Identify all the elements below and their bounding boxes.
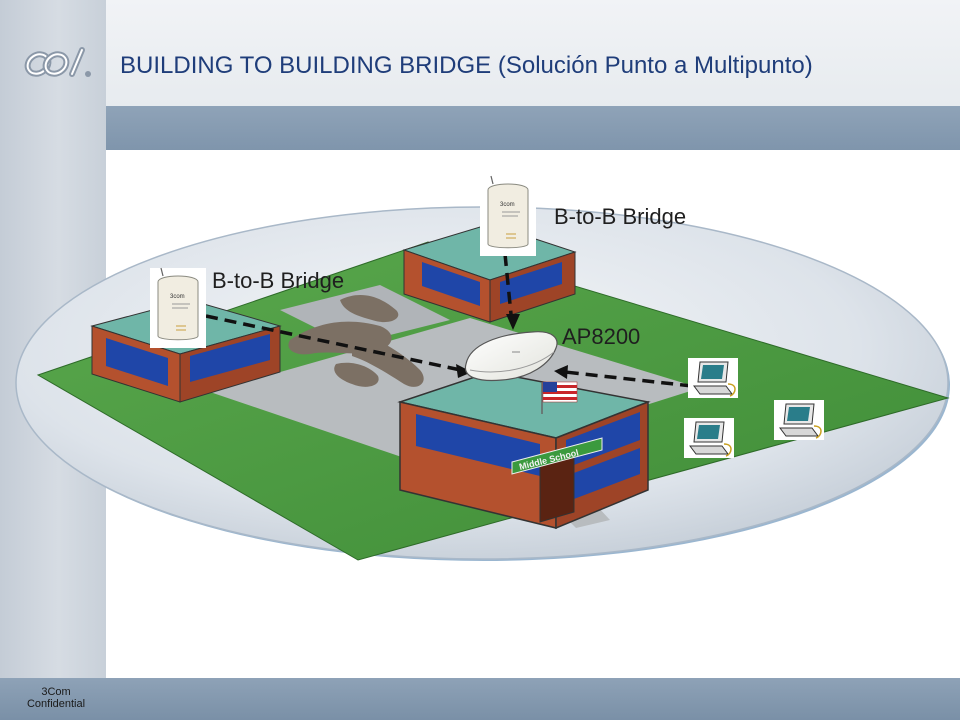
link-left-bridge [205, 314, 471, 374]
tree [288, 295, 424, 387]
footer-classification: Confidential [26, 698, 86, 710]
laptop-icon-2 [684, 418, 734, 458]
left-building [90, 299, 282, 403]
bridge-top-label: B-to-B Bridge [554, 204, 687, 229]
school-sign-panel [511, 437, 603, 475]
wireless-links [205, 253, 693, 388]
bridge-left-brand: 3com [170, 294, 185, 300]
link-top-bridge [503, 253, 514, 325]
laptop-icon-1 [688, 358, 738, 398]
flag-icon [541, 381, 578, 414]
footer-text: 3Com Confidential [14, 686, 98, 710]
bridge-top-device: 3com [480, 175, 536, 256]
bridge-top-brand: 3com [500, 202, 515, 208]
header-band [106, 106, 960, 150]
footer-band [0, 678, 960, 720]
ap8200-device [464, 331, 558, 382]
footer-company: 3Com [41, 686, 71, 698]
school-building [397, 371, 651, 530]
title-area [106, 0, 960, 106]
link-laptops [564, 370, 693, 388]
ap-label: AP8200 [562, 324, 641, 349]
laptop-icon-3 [774, 400, 824, 440]
slide-title: BUILDING TO BUILDING BRIDGE (Solución Pu… [120, 52, 813, 79]
bridge-left-label: B-to-B Bridge [212, 268, 345, 293]
bridge-left-device: 3com [150, 267, 206, 348]
company-logo [24, 47, 91, 77]
